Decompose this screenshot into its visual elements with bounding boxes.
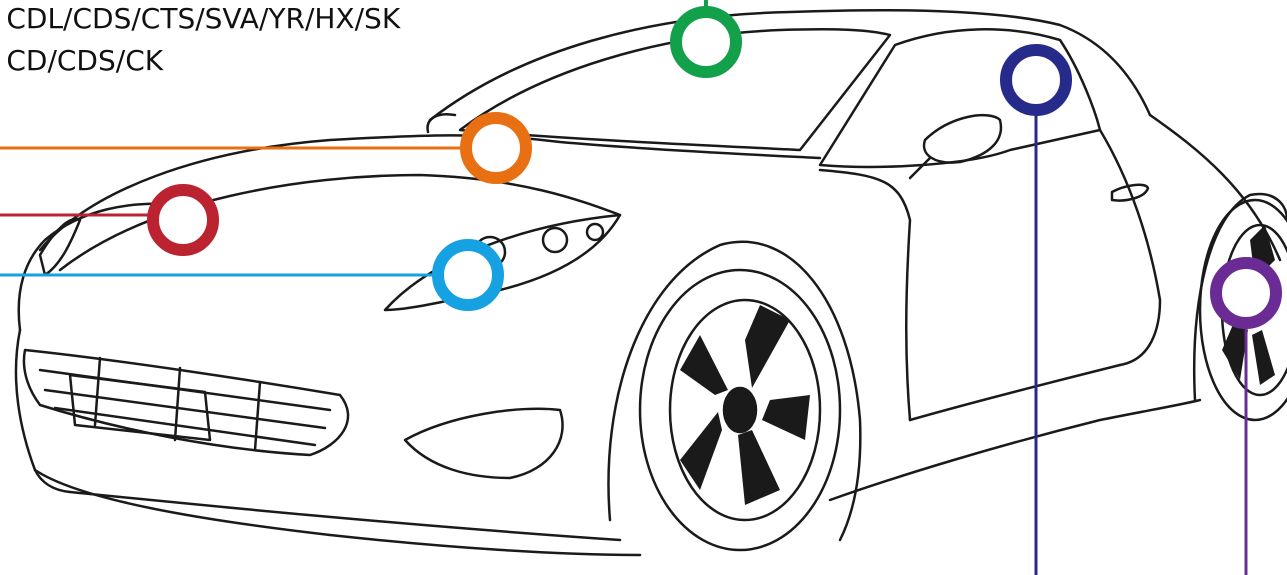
sill-line — [830, 400, 1200, 500]
front-splitter — [35, 470, 620, 540]
grille-bar-2 — [45, 390, 325, 428]
front-wheel-hub — [724, 388, 756, 432]
headlight-marker[interactable] — [438, 245, 498, 305]
hood-marker[interactable] — [466, 118, 526, 178]
side-window-marker[interactable] — [1006, 50, 1066, 110]
antenna-stub — [428, 114, 455, 132]
door-bottom — [910, 365, 1120, 420]
left-headlight — [40, 219, 80, 275]
bumper-marker[interactable] — [153, 190, 213, 250]
front-lower — [16, 330, 640, 555]
car-outline — [16, 10, 1287, 555]
grille-bar-6 — [255, 382, 260, 450]
grille-bar-5 — [175, 368, 180, 440]
hood-crease — [60, 175, 620, 270]
headlight-lens-2 — [543, 228, 567, 252]
mirror-arm — [910, 158, 930, 178]
door-outline — [820, 170, 910, 420]
windshield-marker[interactable] — [676, 12, 736, 72]
right-headlight — [385, 215, 620, 310]
fog-light — [405, 409, 563, 478]
rear-wheel-marker[interactable] — [1216, 263, 1276, 323]
headlight-lens-3 — [587, 224, 603, 240]
door-rear — [1100, 130, 1160, 365]
